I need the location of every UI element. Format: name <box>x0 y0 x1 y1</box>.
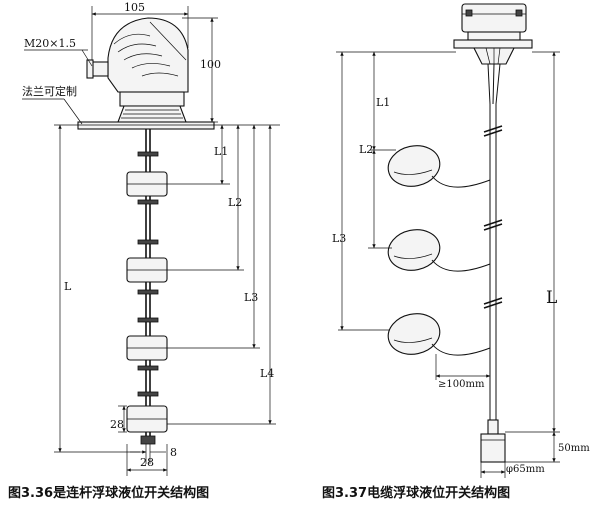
right-caption: 图3.37电缆浮球液位开关结构图 <box>322 485 510 501</box>
dim-bottom-height-label: 50mm <box>558 443 590 454</box>
dim-cable-l2: L2 <box>359 143 392 249</box>
bottom-weight <box>480 419 506 463</box>
dim-width-top-label: 105 <box>124 1 145 14</box>
dim-l2: L2 <box>167 124 244 271</box>
dim-cable-l3-label: L3 <box>332 232 346 245</box>
main-cable <box>483 63 503 424</box>
float-1 <box>126 171 168 197</box>
dim-spacing: ≥100mm <box>435 354 491 390</box>
dim-float-height: 28 <box>110 405 127 433</box>
dim-cable-l: L <box>505 51 560 433</box>
float-2 <box>126 257 168 283</box>
dim-l3: L3 <box>167 124 260 349</box>
rod-collars <box>137 151 159 397</box>
dim-rod-end: 8 <box>130 444 177 464</box>
dim-l2-label: L2 <box>228 196 242 209</box>
flange <box>77 121 215 130</box>
dim-l1: L1 <box>167 124 230 185</box>
float-4 <box>126 405 168 433</box>
dim-l4: L4 <box>167 124 276 425</box>
cable-float-2 <box>387 229 491 272</box>
dim-cable-l3: L3 <box>332 51 390 331</box>
cable-float-switch-diagram: L1 L2 L3 L ≥100mm <box>322 3 590 501</box>
dim-float-width: 28 <box>126 444 168 476</box>
dim-bottom-dia: φ65mm <box>480 462 545 478</box>
thread-callout: M20×1.5 <box>24 37 93 67</box>
float-3 <box>126 335 168 361</box>
dim-rod-end-label: 8 <box>170 446 177 459</box>
dim-cable-l-label: L <box>546 288 557 308</box>
junction-box <box>453 3 533 65</box>
dim-cable-l1-label: L1 <box>376 96 390 109</box>
dim-cable-l1: L1 <box>370 51 396 151</box>
dim-l-overall-label: L <box>64 280 72 293</box>
cable-float-3 <box>387 313 491 356</box>
dim-bottom-height: 50mm <box>505 431 590 463</box>
dim-height-head: 100 <box>182 17 221 123</box>
dim-bottom-dia-label: φ65mm <box>506 464 545 475</box>
dim-width-top: 105 <box>91 1 189 60</box>
dim-spacing-label: ≥100mm <box>438 379 485 390</box>
dim-float-height-label: 28 <box>110 418 124 431</box>
flange-note: 法兰可定制 <box>22 84 77 98</box>
cable-float-1 <box>387 145 491 188</box>
junction-head <box>86 17 189 123</box>
thread-label: M20×1.5 <box>24 37 76 50</box>
dim-l-overall: L <box>54 124 140 453</box>
dim-height-head-label: 100 <box>200 58 221 71</box>
dim-cable-l2-label: L2 <box>359 143 373 156</box>
left-caption: 图3.36是连杆浮球液位开关结构图 <box>8 485 209 501</box>
rod-float-switch-diagram: 105 100 M20×1.5 法兰可定制 L1 <box>8 1 280 501</box>
dim-l3-label: L3 <box>244 291 258 304</box>
dim-l1-label: L1 <box>214 145 228 158</box>
dim-float-width-label: 28 <box>140 456 154 469</box>
dim-l4-label: L4 <box>260 367 274 380</box>
flange-callout: 法兰可定制 <box>22 84 83 125</box>
